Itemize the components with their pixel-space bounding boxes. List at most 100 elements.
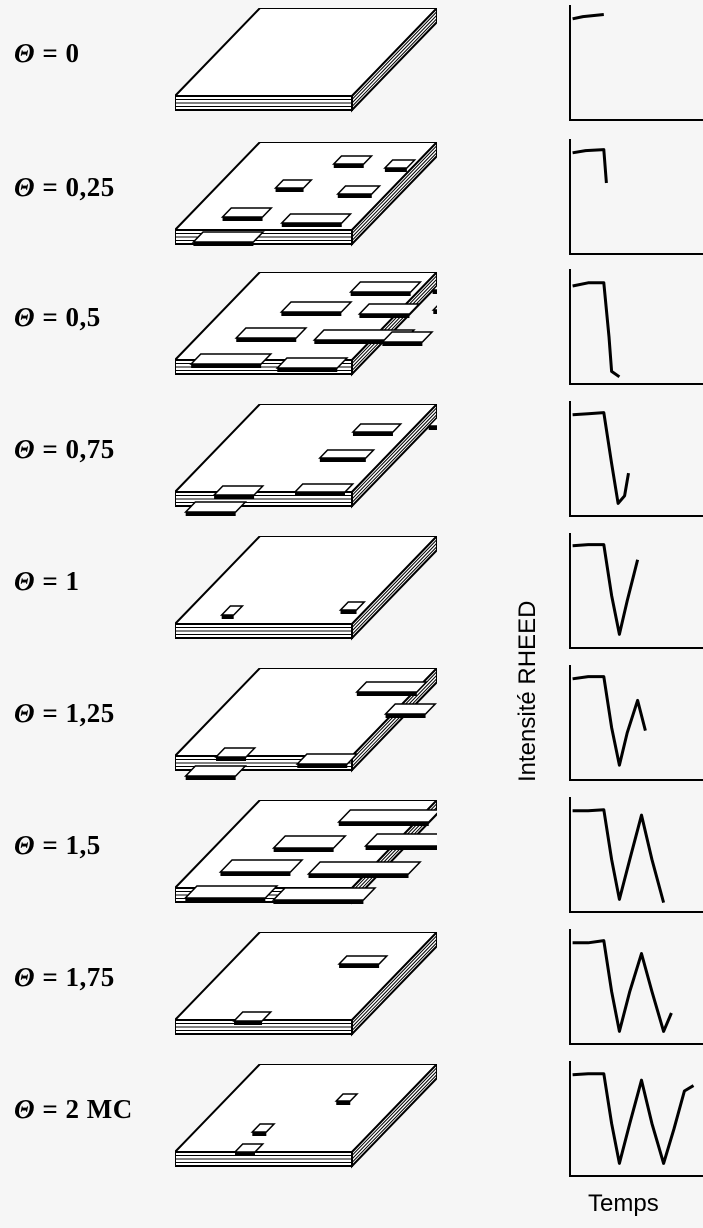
trace-axes xyxy=(569,929,703,1045)
island-edge xyxy=(273,848,334,852)
island-edge xyxy=(432,290,437,294)
island xyxy=(363,833,437,847)
coverage-value: = 0,5 xyxy=(42,302,101,332)
layer-line xyxy=(351,414,437,503)
island xyxy=(189,353,273,365)
intensity-curve xyxy=(572,281,621,379)
intensity-curve xyxy=(572,808,666,903)
trace-axes xyxy=(569,139,703,255)
theta-symbol: Θ xyxy=(14,302,36,332)
island xyxy=(380,331,434,343)
trace-axes xyxy=(569,1061,703,1177)
intensity-curve xyxy=(572,543,640,636)
island-edge xyxy=(319,458,366,462)
trace-axes xyxy=(569,533,703,649)
theta-symbol: Θ xyxy=(14,434,36,464)
x-axis-label: Temps xyxy=(588,1190,659,1217)
island-edge xyxy=(433,310,437,314)
coverage-label: Θ = 0,5 xyxy=(14,302,101,333)
surface-slab xyxy=(175,272,437,377)
island xyxy=(275,357,349,369)
rheed-trace xyxy=(569,797,703,913)
layer-line xyxy=(351,678,437,767)
island-edge xyxy=(216,757,247,761)
island xyxy=(271,887,377,901)
trace-axes xyxy=(569,797,703,913)
island xyxy=(183,765,248,777)
island-edge xyxy=(235,1152,255,1156)
rheed-trace xyxy=(569,533,703,649)
layer-line xyxy=(351,152,437,241)
coverage-value: = 0,25 xyxy=(42,172,115,202)
island-edge xyxy=(336,1101,351,1105)
island xyxy=(212,485,265,496)
island-edge xyxy=(221,615,234,619)
island-edge xyxy=(356,692,417,696)
stage-row: Θ = 1,5 xyxy=(0,792,703,924)
stage-row: Θ = 0,75 xyxy=(0,396,703,528)
coverage-value: = 1,75 xyxy=(42,962,115,992)
coverage-label: Θ = 0,75 xyxy=(14,434,115,465)
layer-line xyxy=(351,407,437,496)
island-edge xyxy=(338,822,429,826)
stage-row: Θ = 1,25 xyxy=(0,660,703,792)
island-edge xyxy=(382,342,423,346)
island-edge xyxy=(193,242,254,246)
layer-line xyxy=(351,282,437,371)
island xyxy=(357,303,421,315)
layer-line xyxy=(351,410,437,500)
island xyxy=(348,281,423,293)
surface-slab xyxy=(175,1064,437,1169)
stage-row: Θ = 0 xyxy=(0,0,703,132)
coverage-value: = 0,75 xyxy=(42,434,115,464)
island xyxy=(191,231,265,243)
island xyxy=(318,449,376,459)
island xyxy=(279,213,353,224)
island-edge xyxy=(333,164,364,168)
island-edge xyxy=(234,1021,263,1025)
rheed-trace xyxy=(569,5,703,121)
island xyxy=(431,305,437,311)
island xyxy=(219,605,245,616)
stage-row: Θ = 2 MC xyxy=(0,1056,703,1188)
surface-slab xyxy=(175,404,437,516)
island xyxy=(295,753,359,765)
coverage-value: = 2 MC xyxy=(42,1094,133,1124)
island-edge xyxy=(365,846,437,850)
theta-symbol: Θ xyxy=(14,698,36,728)
intensity-curve xyxy=(572,1072,695,1165)
layer-line xyxy=(351,542,437,632)
island xyxy=(383,703,437,715)
island-edge xyxy=(384,168,407,172)
island xyxy=(430,284,437,291)
intensity-curve xyxy=(572,411,630,505)
surface-slab xyxy=(175,536,437,641)
island-edge xyxy=(337,194,372,198)
island xyxy=(306,861,422,875)
island-edge xyxy=(352,432,393,436)
island-edge xyxy=(252,1132,267,1136)
stage-row: Θ = 1 xyxy=(0,528,703,660)
island-edge xyxy=(385,714,426,718)
island-edge xyxy=(308,874,409,878)
island xyxy=(336,185,382,195)
layer-line xyxy=(351,539,437,628)
island-edge xyxy=(314,340,405,344)
island-edge xyxy=(191,364,262,368)
rheed-trace xyxy=(569,929,703,1045)
layer-line xyxy=(351,1070,437,1160)
rheed-trace xyxy=(569,665,703,781)
island-edge xyxy=(281,312,342,316)
trace-axes xyxy=(569,5,703,121)
rheed-trace xyxy=(569,269,703,385)
island-edge xyxy=(214,495,255,499)
coverage-label: Θ = 0,25 xyxy=(14,172,115,203)
island xyxy=(250,1123,276,1133)
layer-line xyxy=(351,275,437,364)
layer-line xyxy=(351,674,437,764)
layer-line xyxy=(351,1074,437,1163)
layer-line xyxy=(351,1067,437,1156)
island xyxy=(351,423,403,433)
island-edge xyxy=(275,188,304,192)
island xyxy=(426,417,437,427)
